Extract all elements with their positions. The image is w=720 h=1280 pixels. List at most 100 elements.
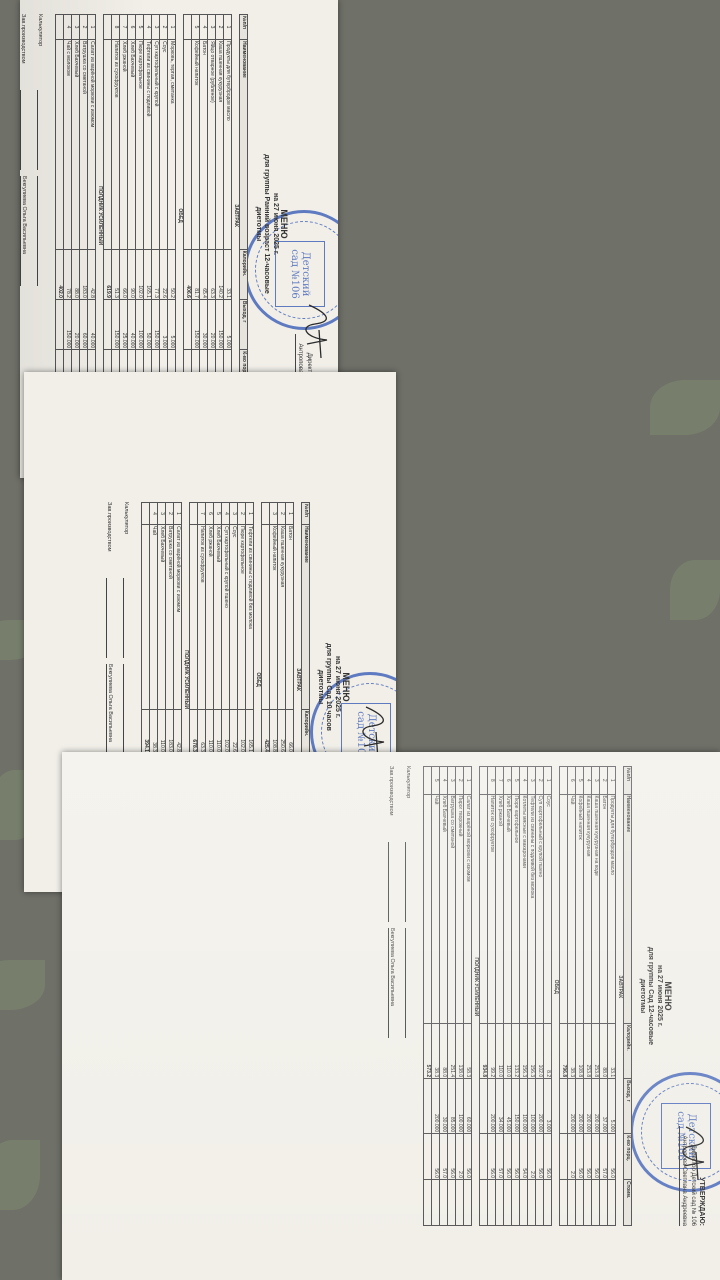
menu-content: УТВЕРЖДАЮ:Директор Детский сад № 106Антр… — [20, 14, 322, 434]
menu-group-sub: диетотмы — [638, 978, 646, 1014]
table-cell: Хлеб Бахчевый — [213, 524, 222, 710]
table-cell: 38.3 — [431, 1023, 440, 1079]
table-cell: 56.0 — [607, 1133, 616, 1180]
table-cell: 56.0 — [583, 1133, 592, 1180]
table-cell: 102.0 — [221, 709, 230, 754]
table-cell: 37.000 — [599, 1078, 608, 1134]
table-cell: 2 — [277, 502, 286, 525]
table-cell: 3 — [269, 502, 278, 525]
table-cell: 33.1 — [223, 249, 232, 300]
table-cell: 156.3 — [527, 1023, 536, 1079]
table-cell: Хлеб ржаной — [205, 524, 214, 710]
table-cell: 102.0 — [535, 1023, 544, 1079]
table-cell: Ватрушка со сметаной — [447, 794, 456, 1024]
table-cell: 22.6 — [229, 709, 238, 754]
signature-line — [388, 842, 390, 922]
table-cell: 50.000 — [143, 299, 152, 350]
table-cell: 63.3 — [207, 249, 216, 300]
table-cell: 5 — [135, 14, 144, 40]
column-header: Наименование — [623, 794, 632, 1024]
table-cell: 51.3 — [111, 249, 120, 300]
table-cell: 102.0 — [237, 709, 246, 754]
meal-total-calories: 394.1 — [141, 709, 150, 754]
column-header: №п/п — [239, 14, 248, 40]
background-leaf — [650, 380, 720, 435]
table-cell: 110.0 — [213, 709, 222, 754]
director-line: Директор Детский сад № 106 — [689, 1144, 696, 1226]
column-header: Калорийн. — [623, 1023, 632, 1079]
table-cell: Чай — [431, 794, 440, 1024]
table-cell: 100.000 — [527, 1078, 536, 1134]
table-cell: 150.000 — [511, 1078, 520, 1134]
table-cell: 56.0 — [511, 1133, 520, 1180]
table-cell: 3 — [527, 766, 536, 795]
table-cell: 56.0 — [543, 1133, 552, 1180]
signature-line — [20, 90, 22, 170]
meal-total-calories: 402.0 — [55, 249, 64, 300]
table-cell: 38.3 — [149, 709, 158, 754]
table-cell: 200.000 — [583, 1078, 592, 1134]
table-cell: 108.8 — [575, 1023, 584, 1079]
table-cell: 110.0 — [503, 1023, 512, 1079]
table-cell: 2 — [159, 14, 168, 40]
table-cell: 200.000 — [567, 1078, 576, 1134]
table-cell: 2 — [165, 502, 174, 525]
director-signature — [298, 300, 333, 360]
table-cell: 1 — [285, 502, 294, 525]
table-cell: 88.0 — [71, 249, 80, 300]
table-cell: Хлеб Бахчевый — [127, 39, 136, 250]
table-cell: Батон — [285, 524, 294, 710]
table-cell: 100.000 — [519, 1078, 528, 1134]
table-cell: Пюре картофельное — [135, 39, 144, 250]
meal-name: ОБЕД — [551, 794, 560, 1180]
table-cell: 4 — [149, 502, 158, 525]
table-cell: 5 — [213, 502, 222, 525]
table-cell: 183.0 — [79, 249, 88, 300]
signature-name — [37, 176, 39, 286]
meal-header-row: ОБЕД — [175, 14, 184, 434]
meal-header-row: ЗАВТРАК — [615, 766, 624, 1226]
table-cell: Ватрушка со сметаной — [79, 39, 88, 250]
table-cell: 40.000 — [87, 299, 96, 350]
table-cell: 4 — [583, 766, 592, 795]
table-cell: 56.0 — [487, 1133, 496, 1180]
menu-title: МЕНЮ — [663, 981, 674, 1011]
table-cell: Суп картофельный с крупой — [151, 39, 160, 250]
table-cell: Хлеб ржаной — [495, 794, 504, 1024]
table-cell: 2 — [79, 14, 88, 40]
table-cell: 140.2 — [215, 249, 224, 300]
table-cell: Пюре картофельное — [511, 794, 520, 1024]
table-cell: Чай — [149, 524, 158, 710]
table-cell: Хлеб Бахчевый — [503, 794, 512, 1024]
signature-row: Калькулятор — [405, 766, 411, 1226]
meal-header-row: ОБЕД — [551, 766, 560, 1226]
table-cell: Каша пшенная кукурузная — [215, 39, 224, 250]
signature-label: Калькулятор — [37, 14, 44, 47]
table-cell: Чай с молоком — [63, 39, 72, 250]
table-cell: 253.8 — [591, 1023, 600, 1079]
table-cell: 5 — [575, 766, 584, 795]
table-cell: 200.000 — [535, 1078, 544, 1134]
table-cell: 251.4 — [447, 1023, 456, 1079]
table-cell: 56.0 — [463, 1133, 472, 1180]
table-cell: 4 — [519, 766, 528, 795]
table-cell: Суп картофельный с крупой пшено — [535, 794, 544, 1024]
column-header: Калорийн. — [301, 709, 310, 754]
table-cell: 108.8 — [269, 709, 278, 754]
menu-date: на 27 июня 2025 г. — [655, 964, 663, 1027]
menu-date: на 27 июня 2025 г. — [271, 192, 279, 255]
table-cell: 88.0 — [599, 1023, 608, 1079]
table-cell: 1 — [173, 502, 182, 525]
table-cell: 8 — [487, 766, 496, 795]
table-cell: Пюре картофельное — [237, 524, 246, 710]
table-cell: Кофейный напиток — [575, 794, 584, 1024]
table-cell: 57.0 — [599, 1133, 608, 1180]
